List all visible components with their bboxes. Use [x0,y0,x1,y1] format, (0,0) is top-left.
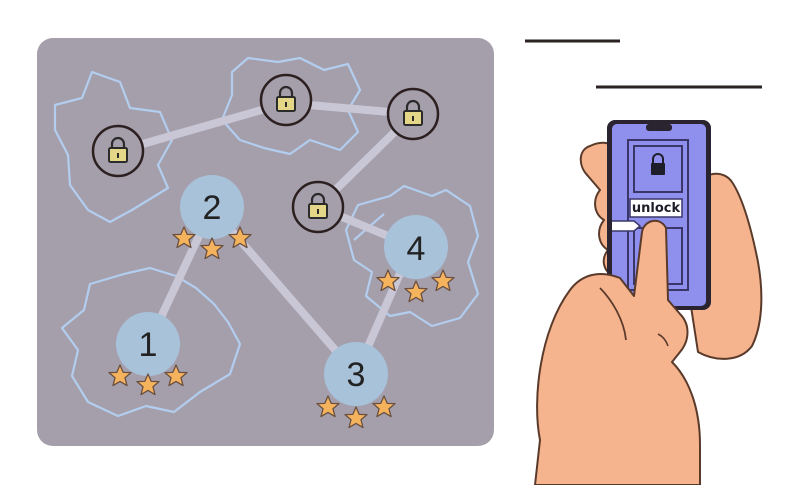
level-node-3[interactable]: 3 [316,342,396,429]
tapping-hand [534,219,701,485]
unlock-button[interactable]: unlock [629,198,683,218]
phone-notch [646,124,672,131]
level-node-1[interactable]: 1 [108,312,188,396]
level-circle [384,215,448,279]
level-circle [324,342,388,406]
locked-level-lock-icon[interactable] [291,180,345,234]
region-outline [60,266,242,418]
level-circle [116,312,180,376]
level-number: 4 [407,230,426,268]
locked-level-lock-icon[interactable] [91,124,145,178]
level-number: 1 [139,326,158,364]
phone-illustration: unlock [534,120,763,485]
region-outline [53,70,174,224]
locked-level-lock-icon[interactable] [259,73,313,127]
level-map: 2 4 1 3 [37,38,494,446]
level-node-2[interactable]: 2 [172,175,252,260]
region-outline [344,184,480,328]
level-circle [180,175,244,239]
region-outline [220,56,362,156]
door-panel [633,145,683,193]
slider-arrow [612,220,642,232]
region-outlines [53,56,480,418]
unlock-label: unlock [632,201,681,216]
finger-crease [599,287,627,341]
level-node-4[interactable]: 4 [376,215,455,303]
level-number: 3 [347,356,366,394]
screen-lock-icon [651,153,665,175]
locked-level-lock-icon[interactable] [386,87,440,141]
level-number: 2 [203,189,222,227]
finger-crease [657,333,669,347]
